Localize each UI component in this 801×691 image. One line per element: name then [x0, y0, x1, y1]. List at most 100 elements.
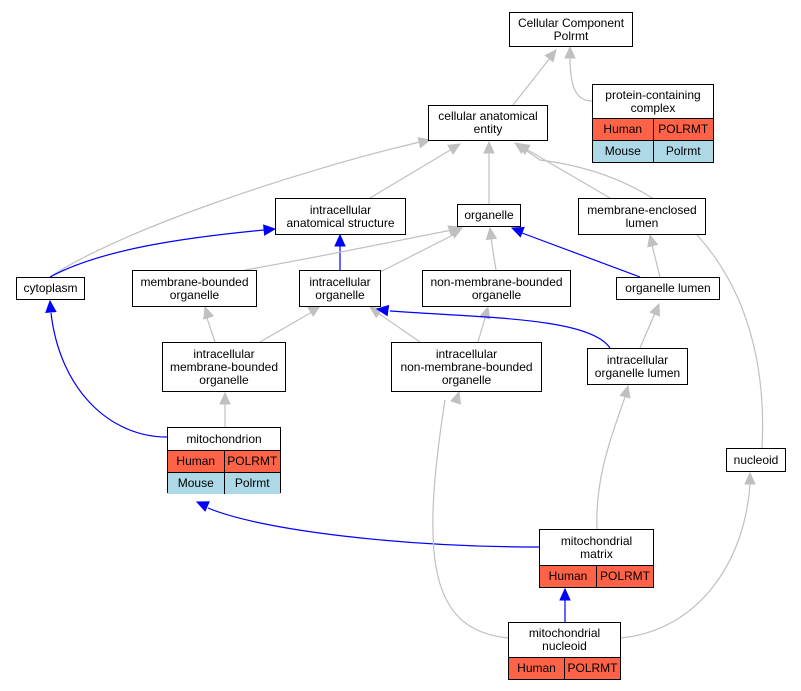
node-label: mitochondrion [186, 431, 262, 446]
edge-line [49, 141, 421, 278]
edge-line [244, 229, 453, 271]
edge-line [569, 56, 593, 102]
edge-arrowhead [513, 142, 528, 155]
node-intracellular-organelle-lumen[interactable]: intracellular organelle lumen [587, 348, 688, 385]
edge-arrowhead [647, 233, 659, 248]
gene-cell: Polrmt [652, 140, 713, 162]
edge-line [490, 237, 497, 271]
edge-arrowhead [449, 227, 464, 239]
edge-line [259, 311, 313, 343]
node-label: mitochondrial nucleoid [528, 626, 601, 653]
node-membrane-bounded-organelle[interactable]: membrane-bounded organelle [132, 270, 257, 307]
edge-arrowhead [447, 143, 462, 155]
mouse-row: Mouse Polrmt [168, 472, 280, 494]
edge-line [432, 399, 509, 639]
edge-line [50, 312, 168, 438]
edge-line [523, 148, 764, 449]
human-row: Human POLRMT [593, 118, 713, 141]
species-cell: Human [593, 118, 653, 141]
node-label: nucleoid [733, 452, 779, 467]
edge-arrowhead [544, 49, 557, 63]
annotation-table: Human POLRMT Mouse Polrmt [593, 118, 713, 162]
node-label: organelle [464, 208, 514, 222]
species-cell: Mouse [593, 140, 653, 162]
node-intracellular-non-membrane-bounded-organelle[interactable]: intracellular non-membrane-bounded organ… [391, 342, 542, 392]
edge-arrowhead [375, 304, 390, 317]
gene-cell: POLRMT [564, 657, 620, 679]
species-cell: Human [509, 657, 565, 679]
edge-line [639, 312, 656, 349]
node-label: intracellular non-membrane-bounded organ… [400, 346, 533, 387]
annotation-table: Human POLRMT Mouse Polrmt [168, 450, 280, 494]
node-cellular-component[interactable]: Cellular Component Polrmt [509, 12, 633, 47]
annotation-table: Human POLRMT [509, 657, 620, 679]
edge-line [596, 396, 626, 530]
edge-arrowhead [510, 226, 525, 238]
node-label: non-membrane-bounded organelle [430, 274, 563, 302]
node-label: cytoplasm [23, 281, 78, 295]
gene-cell: Polrmt [223, 472, 280, 494]
edge-arrowhead [219, 391, 231, 405]
node-organelle-lumen[interactable]: organelle lumen [616, 277, 720, 300]
edge-line [521, 232, 641, 278]
node-mitochondrion[interactable]: mitochondrion Human POLRMT Mouse Polrmt [167, 427, 281, 494]
edge-arrowhead [203, 305, 215, 320]
species-cell: Human [540, 565, 597, 587]
node-label: protein-containing complex [605, 87, 701, 115]
node-mitochondrial-matrix[interactable]: mitochondrial matrix Human POLRMT [539, 529, 654, 588]
node-label: mitochondrial matrix [560, 533, 633, 561]
edge-arrowhead [450, 390, 462, 405]
node-cytoplasm[interactable]: cytoplasm [16, 277, 85, 300]
gene-cell: POLRMT [652, 118, 713, 141]
node-protein-containing-complex[interactable]: protein-containing complex Human POLRMT … [592, 84, 714, 163]
node-intracellular-organelle[interactable]: intracellular organelle [299, 270, 381, 307]
edge-arrowhead [263, 224, 277, 236]
node-mitochondrial-nucleoid[interactable]: mitochondrial nucleoid Human POLRMT [508, 622, 621, 680]
node-label: intracellular anatomical structure [286, 202, 395, 230]
edge-arrowhead [485, 226, 498, 241]
node-intracellular-membrane-bounded-organelle[interactable]: intracellular membrane-bounded organelle [162, 342, 286, 392]
edge-line [512, 57, 551, 106]
node-nucleoid[interactable]: nucleoid [726, 448, 786, 472]
edge-line [379, 233, 456, 273]
edge-arrowhead [619, 384, 631, 399]
edge-arrowhead [334, 233, 346, 247]
edge-line [207, 507, 540, 548]
edge-line [620, 483, 751, 639]
node-organelle[interactable]: organelle [457, 204, 521, 227]
node-label: cellular anatomical entity [438, 109, 538, 136]
node-label: Cellular Component Polrmt [517, 15, 625, 43]
node-label: organelle lumen [625, 281, 711, 295]
mouse-row: Mouse Polrmt [593, 140, 713, 162]
edge-arrowhead [307, 305, 322, 317]
species-cell: Mouse [168, 472, 224, 494]
edge-arrowhead [483, 140, 495, 154]
node-label: membrane-bounded organelle [140, 274, 249, 302]
gene-cell: POLRMT [596, 565, 653, 587]
edge-line [377, 312, 421, 343]
node-label: intracellular organelle lumen [594, 352, 681, 380]
species-cell: Human [168, 450, 224, 473]
gene-cell: POLRMT [223, 450, 280, 473]
human-row: Human POLRMT [509, 657, 620, 679]
node-intracellular-anatomical-structure[interactable]: intracellular anatomical structure [275, 198, 406, 235]
edge-line [206, 317, 216, 343]
edge-arrowhead [564, 45, 576, 59]
node-non-membrane-bounded-organelle[interactable]: non-membrane-bounded organelle [422, 270, 571, 307]
edge-line [49, 229, 265, 278]
edge-arrowhead [649, 302, 660, 317]
node-label: membrane-enclosed lumen [587, 202, 697, 230]
edge-arrowhead [45, 299, 57, 313]
edge-line [477, 317, 486, 343]
edge-line [651, 244, 661, 278]
edge-arrowhead [195, 501, 210, 512]
node-membrane-enclosed-lumen[interactable]: membrane-enclosed lumen [578, 198, 706, 235]
edge-line [369, 148, 453, 199]
human-row: Human POLRMT [540, 565, 653, 587]
node-label: intracellular membrane-bounded organelle [169, 346, 279, 387]
edge-arrowhead [744, 471, 756, 485]
node-cellular-anatomical-entity[interactable]: cellular anatomical entity [428, 105, 548, 141]
annotation-table: Human POLRMT [540, 565, 653, 587]
